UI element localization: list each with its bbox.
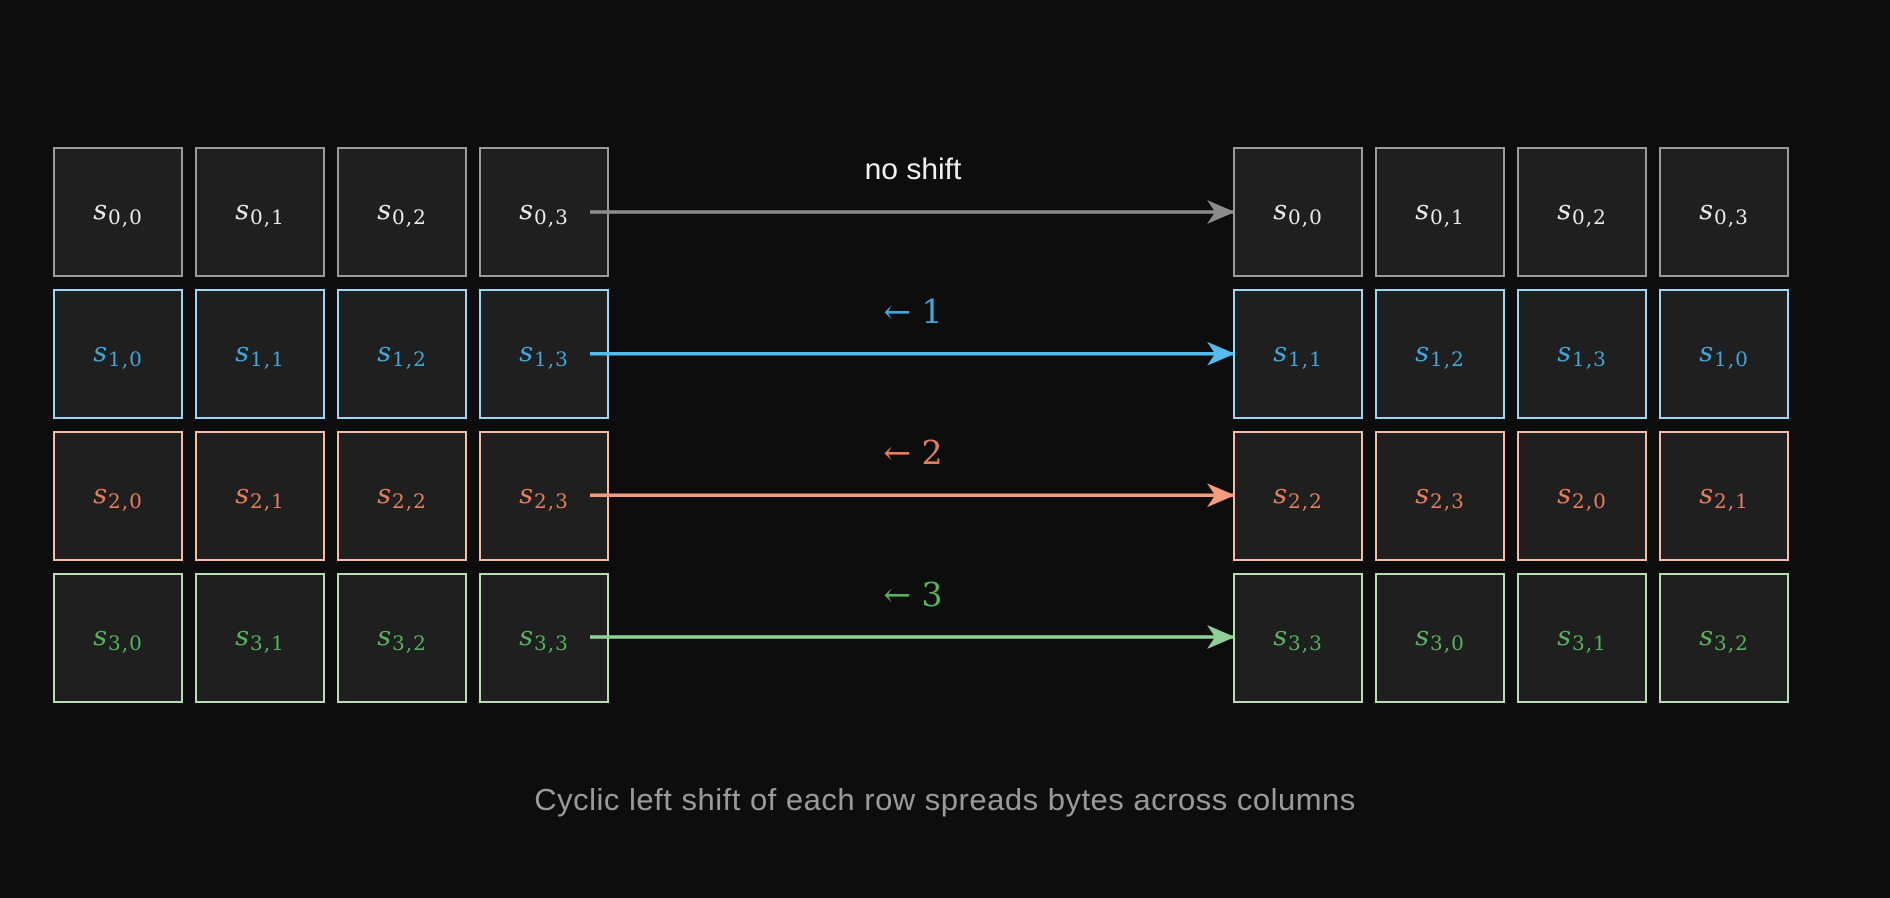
cell-label: s0,2 bbox=[377, 194, 427, 230]
right-cell-3-3: s3,2 bbox=[1659, 573, 1789, 703]
cell-label: s1,2 bbox=[377, 336, 427, 372]
right-cell-3-0: s3,3 bbox=[1233, 573, 1363, 703]
cell-label: s3,0 bbox=[1415, 620, 1465, 656]
left-cell-0-1: s0,1 bbox=[195, 147, 325, 277]
cell-label: s2,3 bbox=[1415, 478, 1465, 514]
cell-label: s2,1 bbox=[235, 478, 285, 514]
right-cell-0-1: s0,1 bbox=[1375, 147, 1505, 277]
cell-label: s1,2 bbox=[1415, 336, 1465, 372]
right-cell-3-2: s3,1 bbox=[1517, 573, 1647, 703]
left-cell-3-2: s3,2 bbox=[337, 573, 467, 703]
shift-label-row-1: ← 1 bbox=[883, 292, 943, 331]
left-cell-3-3: s3,3 bbox=[479, 573, 609, 703]
cell-label: s1,1 bbox=[235, 336, 285, 372]
cell-label: s0,1 bbox=[1415, 194, 1465, 230]
cell-label: s2,3 bbox=[519, 478, 569, 514]
right-cell-3-1: s3,0 bbox=[1375, 573, 1505, 703]
cell-label: s3,3 bbox=[519, 620, 569, 656]
right-cell-1-0: s1,1 bbox=[1233, 289, 1363, 419]
right-cell-0-3: s0,3 bbox=[1659, 147, 1789, 277]
cell-label: s2,0 bbox=[1557, 478, 1607, 514]
right-cell-2-1: s2,3 bbox=[1375, 431, 1505, 561]
right-cell-2-2: s2,0 bbox=[1517, 431, 1647, 561]
left-cell-2-1: s2,1 bbox=[195, 431, 325, 561]
left-cell-2-0: s2,0 bbox=[53, 431, 183, 561]
left-cell-1-1: s1,1 bbox=[195, 289, 325, 419]
cell-label: s2,1 bbox=[1699, 478, 1749, 514]
left-cell-0-3: s0,3 bbox=[479, 147, 609, 277]
left-cell-1-0: s1,0 bbox=[53, 289, 183, 419]
cell-label: s3,3 bbox=[1273, 620, 1323, 656]
cell-label: s2,0 bbox=[93, 478, 143, 514]
right-cell-0-0: s0,0 bbox=[1233, 147, 1363, 277]
left-cell-2-2: s2,2 bbox=[337, 431, 467, 561]
cell-label: s3,2 bbox=[377, 620, 427, 656]
left-cell-1-2: s1,2 bbox=[337, 289, 467, 419]
state-grid-after: s0,0 s0,1 s0,2 s0,3 s1,1 s1,2 s1,3 s1,0 … bbox=[1233, 147, 1789, 703]
left-cell-3-1: s3,1 bbox=[195, 573, 325, 703]
left-cell-3-0: s3,0 bbox=[53, 573, 183, 703]
cell-label: s1,1 bbox=[1273, 336, 1323, 372]
cell-label: s0,3 bbox=[519, 194, 569, 230]
cell-label: s3,0 bbox=[93, 620, 143, 656]
shift-label-row-0: no shift bbox=[864, 153, 962, 186]
cell-label: s2,2 bbox=[377, 478, 427, 514]
right-cell-2-3: s2,1 bbox=[1659, 431, 1789, 561]
cell-label: s1,3 bbox=[1557, 336, 1607, 372]
right-cell-1-3: s1,0 bbox=[1659, 289, 1789, 419]
cell-label: s0,1 bbox=[235, 194, 285, 230]
left-cell-0-0: s0,0 bbox=[53, 147, 183, 277]
cell-label: s0,0 bbox=[93, 194, 143, 230]
cell-label: s1,0 bbox=[93, 336, 143, 372]
right-cell-2-0: s2,2 bbox=[1233, 431, 1363, 561]
diagram-caption: Cyclic left shift of each row spreads by… bbox=[534, 782, 1356, 817]
cell-label: s0,3 bbox=[1699, 194, 1749, 230]
cell-label: s1,3 bbox=[519, 336, 569, 372]
cell-label: s0,0 bbox=[1273, 194, 1323, 230]
right-cell-1-1: s1,2 bbox=[1375, 289, 1505, 419]
cell-label: s0,2 bbox=[1557, 194, 1607, 230]
shift-label-row-2: ← 2 bbox=[883, 433, 943, 472]
shift-label-row-3: ← 3 bbox=[883, 575, 943, 614]
cell-label: s3,2 bbox=[1699, 620, 1749, 656]
cell-label: s3,1 bbox=[235, 620, 285, 656]
left-cell-2-3: s2,3 bbox=[479, 431, 609, 561]
right-cell-1-2: s1,3 bbox=[1517, 289, 1647, 419]
cell-label: s2,2 bbox=[1273, 478, 1323, 514]
right-cell-0-2: s0,2 bbox=[1517, 147, 1647, 277]
state-grid-before: s0,0 s0,1 s0,2 s0,3 s1,0 s1,1 s1,2 s1,3 … bbox=[53, 147, 609, 703]
left-cell-0-2: s0,2 bbox=[337, 147, 467, 277]
cell-label: s3,1 bbox=[1557, 620, 1607, 656]
cell-label: s1,0 bbox=[1699, 336, 1749, 372]
